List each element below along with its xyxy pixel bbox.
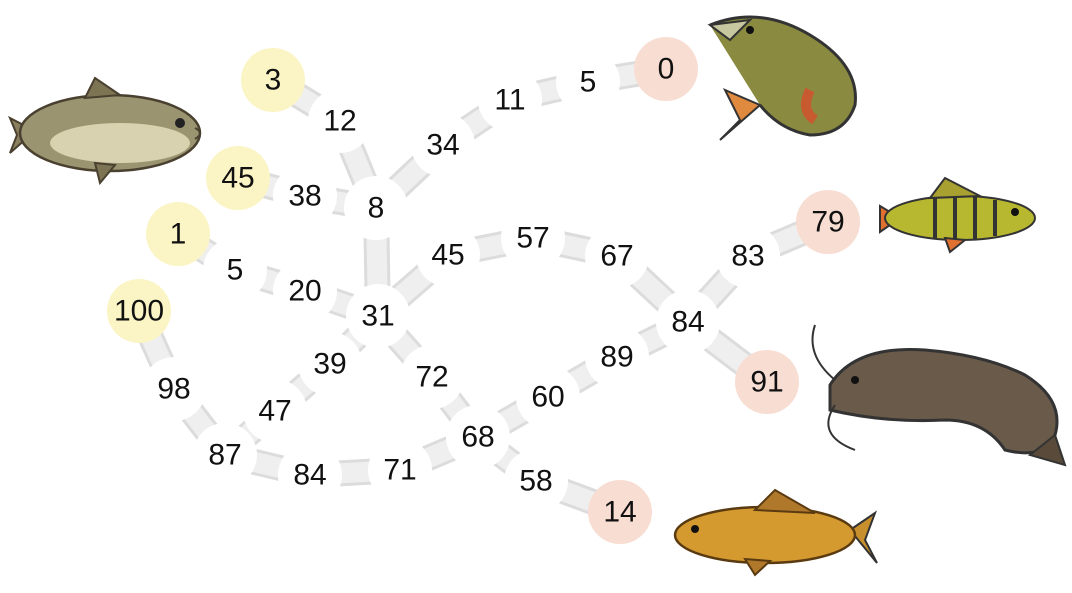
maze-node-n12[interactable]: 12 bbox=[308, 89, 372, 153]
node-number: 38 bbox=[288, 180, 321, 213]
node-number: 5 bbox=[580, 66, 597, 99]
node-number: 67 bbox=[600, 240, 633, 273]
node-number: 39 bbox=[313, 348, 346, 381]
maze-node-n34[interactable]: 34 bbox=[411, 113, 475, 177]
node-number: 34 bbox=[426, 129, 459, 162]
maze-node-n71[interactable]: 71 bbox=[368, 438, 432, 502]
node-number: 12 bbox=[323, 105, 356, 138]
maze-node-n84a[interactable]: 84 bbox=[656, 290, 720, 354]
node-number: 83 bbox=[731, 240, 764, 273]
node-number: 79 bbox=[811, 206, 844, 239]
node-number: 84 bbox=[293, 459, 326, 492]
catfish-icon bbox=[813, 325, 1066, 465]
maze-node-n100[interactable]: 100 bbox=[107, 279, 171, 343]
carp-icon bbox=[675, 490, 877, 575]
pike-icon bbox=[710, 17, 855, 140]
maze-node-n45b[interactable]: 45 bbox=[416, 223, 480, 287]
node-number: 89 bbox=[600, 341, 633, 374]
node-number: 3 bbox=[265, 64, 282, 97]
node-number: 91 bbox=[750, 366, 783, 399]
node-number: 71 bbox=[383, 454, 416, 487]
maze-node-n67[interactable]: 67 bbox=[585, 224, 649, 288]
maze-node-n11[interactable]: 11 bbox=[478, 68, 542, 132]
maze-node-n72[interactable]: 72 bbox=[400, 345, 464, 409]
node-number: 0 bbox=[658, 53, 675, 86]
node-number: 11 bbox=[494, 84, 525, 117]
maze-node-n87[interactable]: 87 bbox=[193, 423, 257, 487]
maze-node-n1[interactable]: 1 bbox=[146, 202, 210, 266]
node-number: 5 bbox=[227, 254, 244, 287]
maze-node-n5b[interactable]: 5 bbox=[203, 238, 267, 302]
maze-node-n84b[interactable]: 84 bbox=[278, 443, 342, 507]
maze-node-n98[interactable]: 98 bbox=[142, 357, 206, 421]
maze-node-n14[interactable]: 14 bbox=[588, 480, 652, 544]
bream-icon bbox=[10, 78, 200, 183]
maze-node-n20[interactable]: 20 bbox=[273, 259, 337, 323]
node-number: 31 bbox=[361, 300, 394, 333]
maze-node-n60[interactable]: 60 bbox=[516, 365, 580, 429]
maze-node-n89[interactable]: 89 bbox=[585, 325, 649, 389]
node-number: 14 bbox=[603, 496, 636, 529]
node-number: 47 bbox=[258, 395, 291, 428]
node-number: 87 bbox=[208, 439, 241, 472]
node-number: 57 bbox=[516, 222, 549, 255]
maze-node-n39[interactable]: 39 bbox=[298, 332, 362, 396]
node-number: 98 bbox=[157, 373, 190, 406]
perch-icon bbox=[880, 178, 1035, 252]
node-number: 58 bbox=[519, 465, 552, 498]
maze-node-n47[interactable]: 47 bbox=[243, 379, 307, 443]
maze-node-n91[interactable]: 91 bbox=[735, 350, 799, 414]
node-number: 1 bbox=[170, 218, 187, 251]
node-number: 60 bbox=[531, 381, 564, 414]
maze-node-n83[interactable]: 83 bbox=[716, 224, 780, 288]
node-number: 20 bbox=[288, 275, 321, 308]
maze-node-n0[interactable]: 0 bbox=[634, 37, 698, 101]
maze-node-n58[interactable]: 58 bbox=[504, 449, 568, 513]
maze-node-n38[interactable]: 38 bbox=[273, 164, 337, 228]
maze-node-n3[interactable]: 3 bbox=[241, 48, 305, 112]
maze-node-n57[interactable]: 57 bbox=[501, 206, 565, 270]
node-number: 45 bbox=[221, 162, 254, 195]
node-number: 84 bbox=[671, 306, 704, 339]
maze-node-n45a[interactable]: 45 bbox=[206, 146, 270, 210]
node-number: 8 bbox=[368, 192, 385, 225]
maze-node-n31[interactable]: 31 bbox=[346, 284, 410, 348]
maze-node-n8[interactable]: 8 bbox=[344, 176, 408, 240]
node-number: 45 bbox=[431, 239, 464, 272]
maze-node-n79[interactable]: 79 bbox=[796, 190, 860, 254]
maze-node-n5a[interactable]: 5 bbox=[556, 50, 620, 114]
maze-node-n68[interactable]: 68 bbox=[446, 405, 510, 469]
node-number: 68 bbox=[461, 421, 494, 454]
node-number: 72 bbox=[415, 361, 448, 394]
node-number: 100 bbox=[114, 295, 164, 328]
